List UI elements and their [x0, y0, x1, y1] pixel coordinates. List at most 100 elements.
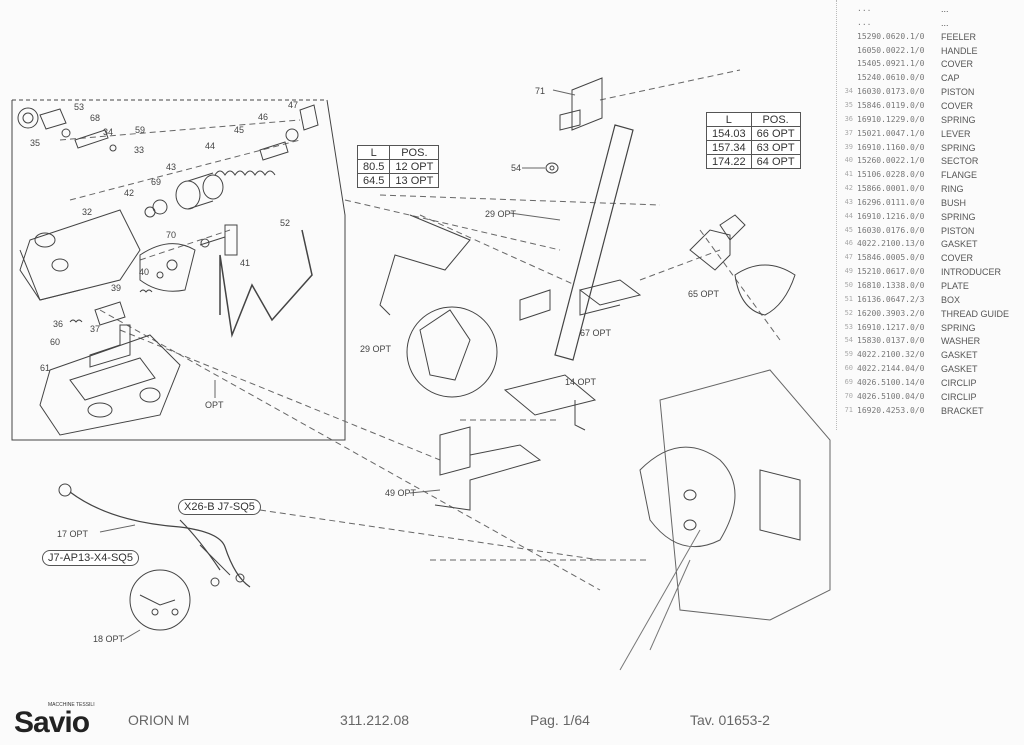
- parts-pos: 36: [844, 114, 853, 123]
- parts-pos: 44: [844, 211, 853, 220]
- parts-desc: CAP: [941, 73, 960, 84]
- parts-desc: WASHER: [941, 336, 981, 347]
- callout-68: 68: [90, 113, 101, 123]
- table-header: L: [706, 112, 752, 127]
- parts-desc: INTRODUCER: [941, 267, 1001, 278]
- label-71: 71: [535, 86, 546, 96]
- parts-desc: HANDLE: [941, 45, 978, 56]
- parts-desc: COVER: [941, 253, 974, 264]
- parts-code: 15021.0047.1/0: [857, 128, 925, 138]
- parts-code: 16050.0022.1/0: [857, 45, 925, 55]
- parts-pos: 49: [844, 267, 853, 276]
- parts-code: 15106.0228.0/0: [857, 170, 925, 180]
- parts-pos: 39: [844, 142, 853, 151]
- callout-42: 42: [124, 188, 135, 198]
- callout-33: 33: [134, 145, 145, 155]
- parts-code: 4022.2100.32/0: [857, 350, 925, 360]
- callout-35: 35: [30, 138, 41, 148]
- parts-pos: 41: [844, 170, 853, 179]
- parts-desc: GASKET: [941, 364, 978, 375]
- table-cell: 63 OPT: [750, 140, 801, 155]
- parts-pos: 50: [844, 281, 853, 289]
- callout-46: 46: [258, 112, 269, 122]
- parts-code: ...: [857, 4, 872, 13]
- callout-40: 40: [139, 267, 150, 277]
- callout-53: 53: [74, 102, 85, 112]
- callout-59: 59: [135, 125, 146, 135]
- parts-desc: SPRING: [941, 114, 976, 125]
- parts-pos: 59: [844, 350, 853, 359]
- parts-desc: SPRING: [941, 211, 976, 222]
- parts-desc: GASKET: [941, 350, 978, 361]
- model-name: ORION M: [128, 712, 190, 728]
- brand-subtitle: MACCHINE TESSILI: [48, 702, 95, 708]
- parts-pos: 52: [844, 308, 853, 317]
- parts-code: 16910.1217.0/0: [857, 322, 925, 332]
- table-row: 80.5 12 OPT: [356, 159, 440, 174]
- table-row: 174.22 64 OPT: [706, 154, 801, 169]
- parts-code: 4022.2144.04/0: [857, 364, 925, 374]
- parts-code: 15846.0119.0/0: [857, 100, 925, 110]
- parts-pos: 45: [844, 225, 853, 234]
- parts-code: 16910.1160.0/0: [857, 142, 925, 152]
- parts-pos: 47: [844, 253, 853, 262]
- parts-pos: 34: [844, 87, 853, 96]
- callout-52: 52: [280, 218, 291, 228]
- parts-desc: FEELER: [941, 31, 977, 42]
- parts-desc: THREAD GUIDE: [941, 308, 1010, 319]
- table-cell: 157.34: [706, 140, 752, 155]
- parts-code: 4026.5100.04/0: [857, 391, 925, 401]
- label-54: 54: [511, 163, 522, 173]
- parts-desc: ...: [941, 4, 949, 14]
- label-29-opt: 29 OPT: [485, 209, 517, 219]
- label-17-opt: 17 OPT: [57, 529, 89, 539]
- table-number: Tav. 01653-2: [690, 712, 770, 728]
- parts-code: 16136.0647.2/3: [857, 294, 925, 304]
- parts-desc: CIRCLIP: [941, 377, 977, 388]
- parts-code: 15210.0617.0/0: [857, 267, 925, 277]
- parts-desc: FLANGE: [941, 170, 978, 181]
- parts-code: 16810.1338.0/0: [857, 281, 925, 290]
- label-14-opt: 14 OPT: [565, 377, 597, 387]
- callout-43: 43: [166, 162, 177, 172]
- table-cell: 174.22: [706, 154, 752, 169]
- parts-code: ...: [857, 17, 872, 27]
- parts-pos: 71: [844, 405, 853, 414]
- parts-code: 16910.1216.0/0: [857, 211, 925, 221]
- parts-code: 15846.0005.0/0: [857, 253, 925, 263]
- table-cell: 64.5: [356, 173, 391, 188]
- parts-pos: 70: [844, 391, 853, 400]
- table-header: POS.: [389, 145, 440, 160]
- footer: MACCHINE TESSILI Savio ORION M 311.212.0…: [0, 700, 1024, 745]
- callout-36: 36: [53, 319, 64, 329]
- callout-69: 69: [151, 177, 162, 187]
- parts-pos: 46: [844, 239, 853, 248]
- parts-code: 16200.3903.2/0: [857, 308, 925, 318]
- parts-desc: COVER: [941, 100, 974, 111]
- parts-code: 15260.0022.1/0: [857, 156, 925, 166]
- parts-desc: PISTON: [941, 225, 975, 236]
- parts-desc: BOX: [941, 294, 961, 305]
- callout-60: 60: [50, 337, 61, 347]
- parts-pos: 54: [844, 336, 853, 345]
- parts-code: 15240.0610.0/0: [857, 73, 925, 83]
- frame-outline: [11, 99, 346, 441]
- label-67-opt: 67 OPT: [580, 328, 612, 338]
- callout-61: 61: [40, 363, 51, 373]
- table-cell: 13 OPT: [389, 173, 440, 188]
- parts-code: 16920.4253.0/0: [857, 405, 925, 415]
- parts-desc: PISTON: [941, 87, 975, 98]
- parts-desc: BRACKET: [941, 405, 984, 416]
- parts-pos: 60: [844, 364, 853, 373]
- table-row: 64.5 13 OPT: [356, 173, 440, 188]
- parts-code: 15830.0137.0/0: [857, 336, 925, 346]
- table-header: POS.: [750, 112, 801, 127]
- table-cell: 154.03: [706, 126, 752, 141]
- callout-41: 41: [240, 258, 251, 268]
- callout-44: 44: [205, 141, 216, 151]
- table-cell: 64 OPT: [750, 154, 801, 169]
- callout-47: 47: [288, 100, 299, 110]
- parts-code: 4026.5100.14/0: [857, 377, 925, 387]
- callout-70: 70: [166, 230, 177, 240]
